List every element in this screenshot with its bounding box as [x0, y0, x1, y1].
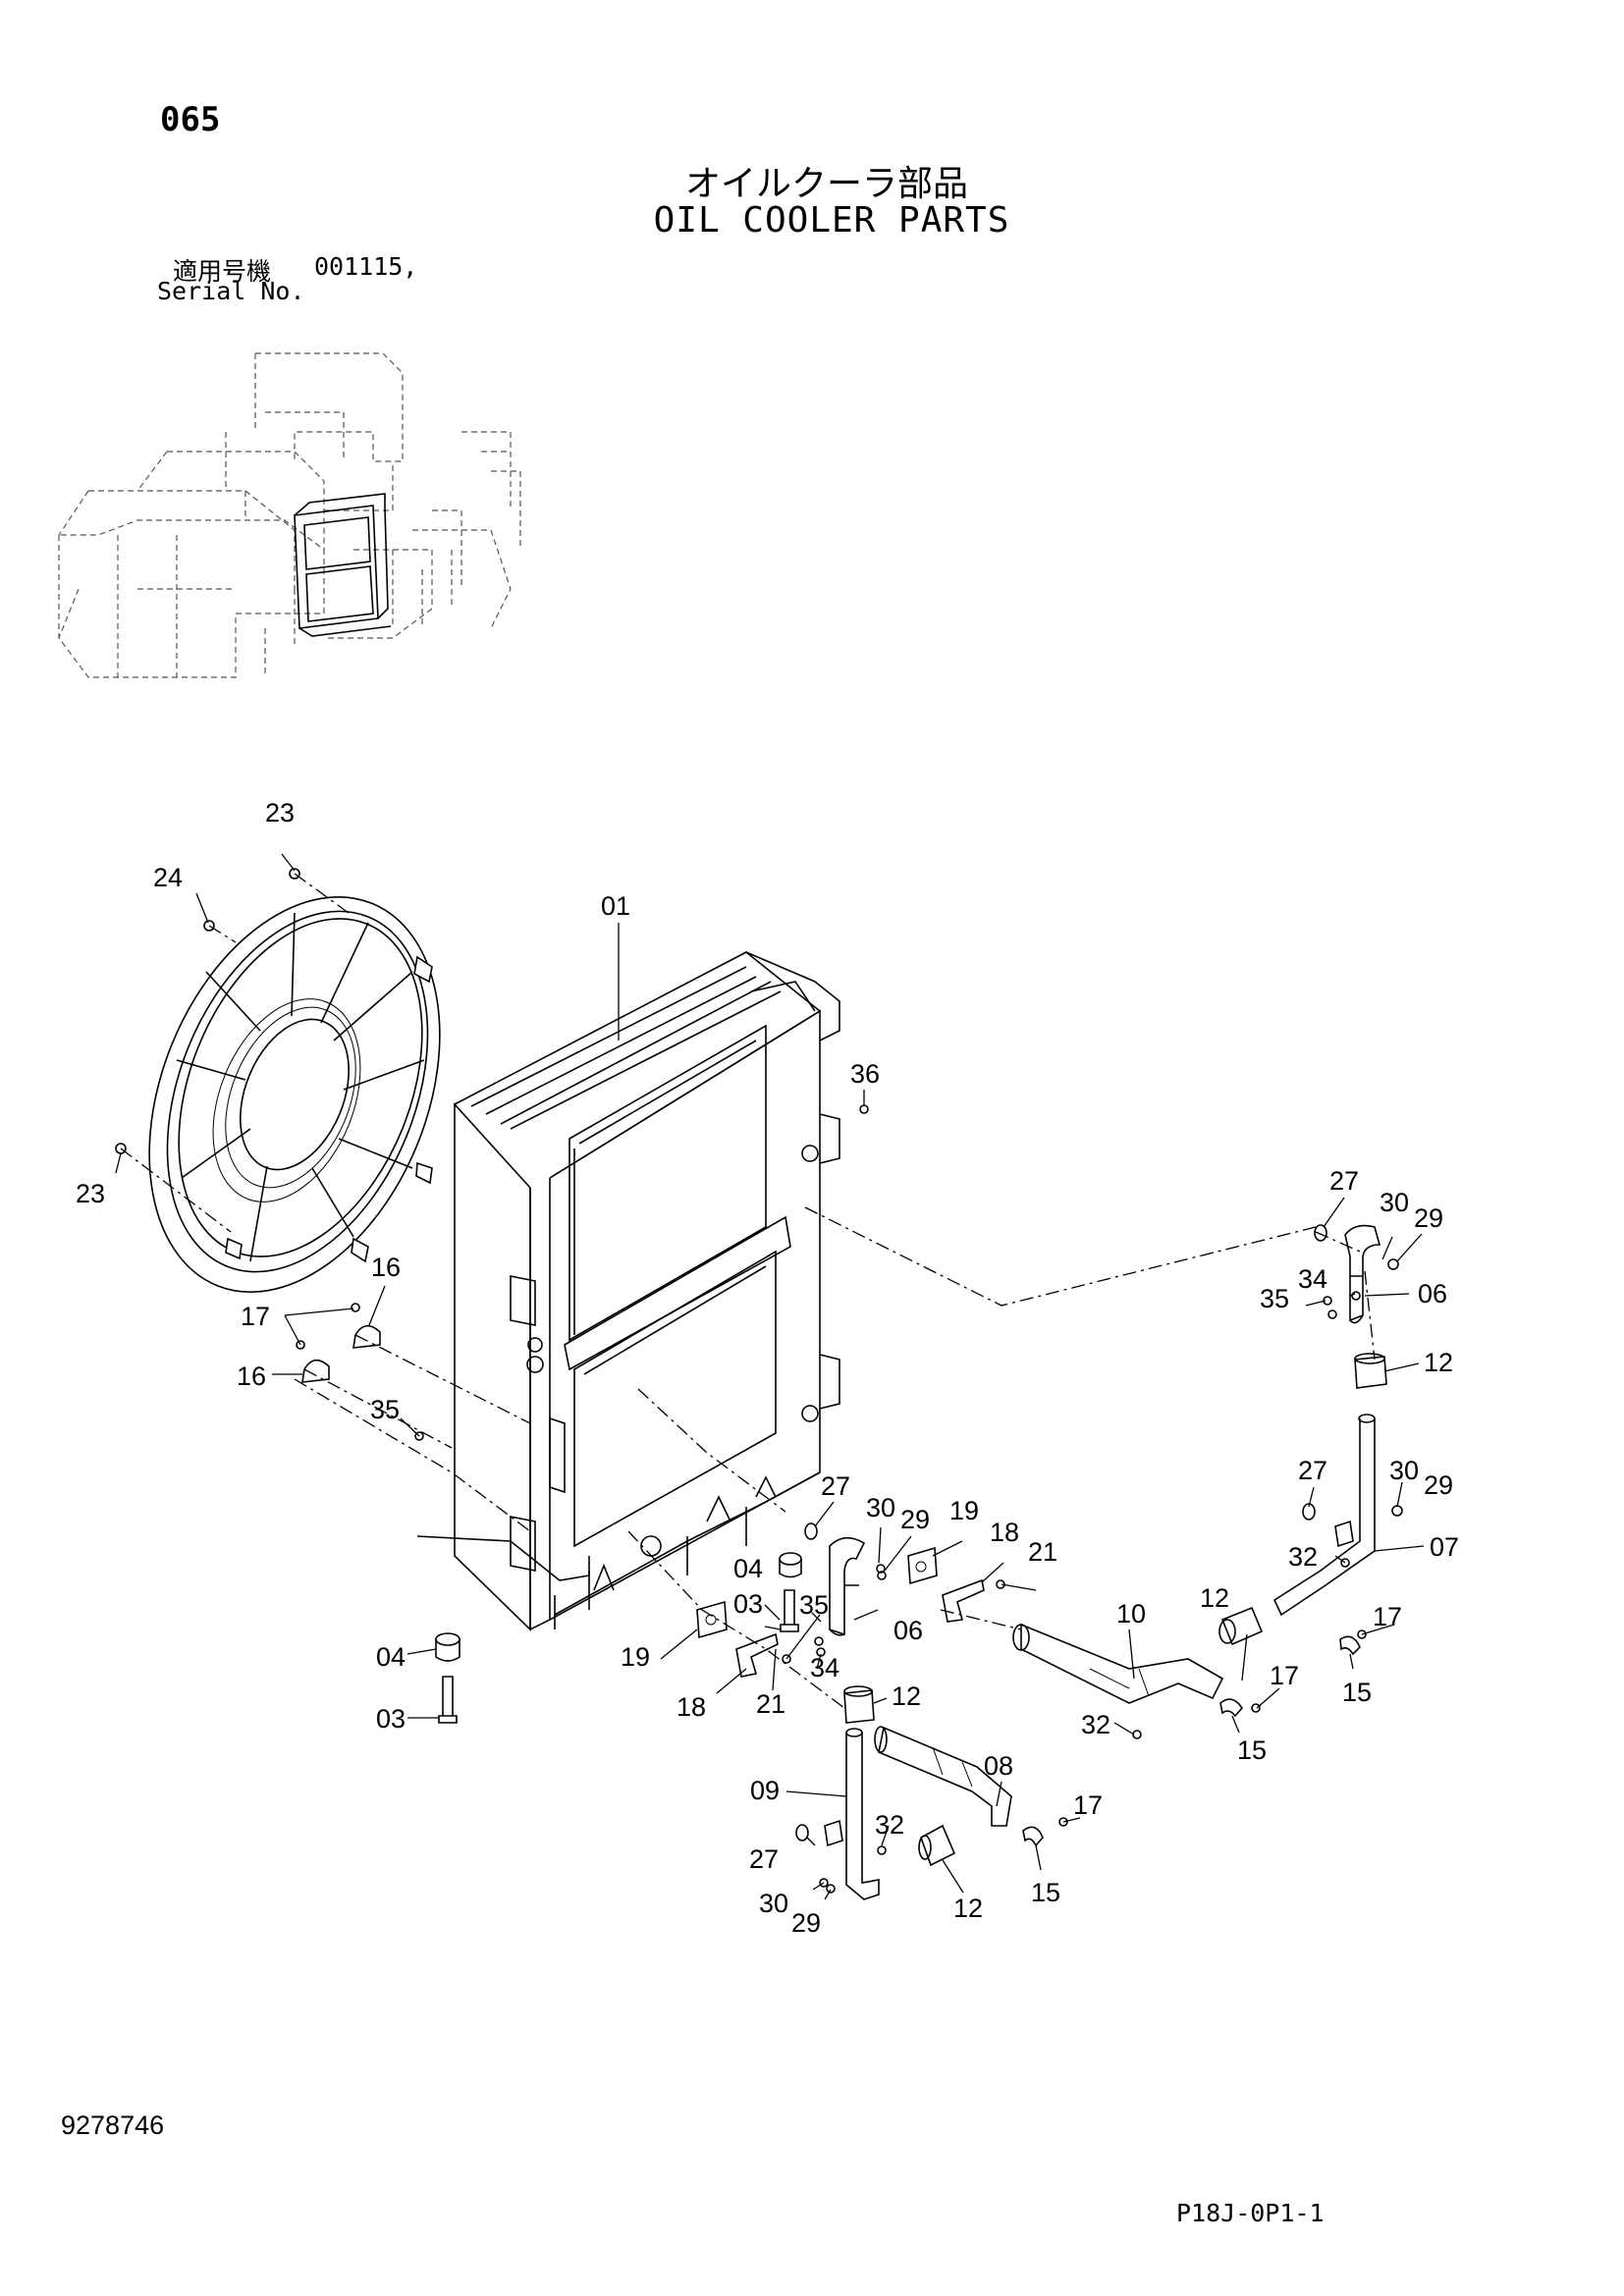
callout-06: 06	[1418, 1279, 1447, 1308]
callout-12: 12	[1200, 1583, 1229, 1613]
callout-09: 09	[750, 1776, 780, 1805]
callout-27: 27	[749, 1844, 779, 1874]
callout-15: 15	[1031, 1878, 1060, 1907]
callout-12: 12	[892, 1682, 921, 1711]
callout-16: 16	[237, 1362, 266, 1391]
fan-guard	[148, 896, 441, 1293]
callout-36: 36	[850, 1059, 880, 1089]
callout-19: 19	[949, 1496, 979, 1525]
callout-29: 29	[1414, 1203, 1443, 1233]
callout-29: 29	[791, 1908, 821, 1938]
callout-34: 34	[810, 1653, 839, 1682]
callout-35: 35	[1260, 1284, 1289, 1313]
callout-04: 04	[376, 1642, 406, 1672]
callout-12: 12	[953, 1894, 983, 1923]
document-number: 9278746	[61, 2110, 165, 2140]
callout-17: 17	[1270, 1661, 1299, 1690]
callout-32: 32	[875, 1810, 904, 1840]
page-title-japanese: オイルクーラ部品	[684, 164, 968, 204]
callout-01: 01	[601, 891, 630, 921]
sheet-code: P18J-0P1-1	[1176, 2199, 1325, 2227]
page-number: 065	[160, 100, 221, 139]
callout-10: 10	[1116, 1599, 1146, 1629]
callout-15: 15	[1342, 1678, 1372, 1707]
machine-location-keymap	[58, 352, 521, 678]
serial-label-english: Serial No.	[157, 277, 305, 305]
callout-17: 17	[1373, 1602, 1402, 1631]
callout-03: 03	[376, 1704, 406, 1734]
callout-24: 24	[153, 863, 183, 892]
callout-16: 16	[371, 1253, 401, 1282]
callout-04: 04	[733, 1554, 763, 1583]
serial-number-value: 001115,	[314, 252, 418, 281]
oil-cooler-core	[416, 951, 840, 1631]
callout-18: 18	[677, 1692, 706, 1722]
callout-03: 03	[733, 1589, 763, 1619]
callout-27: 27	[1329, 1166, 1359, 1196]
callout-17: 17	[241, 1302, 270, 1331]
callout-15: 15	[1237, 1735, 1267, 1765]
callout-21: 21	[756, 1689, 785, 1719]
callout-30: 30	[759, 1889, 788, 1918]
callout-27: 27	[821, 1471, 850, 1501]
callout-30: 30	[1389, 1456, 1419, 1485]
callout-06: 06	[893, 1616, 923, 1645]
callout-18: 18	[990, 1518, 1019, 1547]
callout-29: 29	[900, 1505, 930, 1534]
callout-35: 35	[370, 1395, 400, 1424]
callout-08: 08	[984, 1751, 1013, 1781]
callout-17: 17	[1073, 1790, 1103, 1820]
leader-lines	[115, 853, 1425, 1900]
callout-32: 32	[1288, 1542, 1318, 1572]
callout-12: 12	[1424, 1348, 1453, 1377]
serial-label-japanese: 適用号機	[173, 257, 272, 286]
callout-34: 34	[1298, 1264, 1327, 1294]
callout-27: 27	[1298, 1456, 1327, 1485]
assembly-centerlines	[120, 873, 1376, 1709]
callout-19: 19	[621, 1642, 650, 1672]
callout-32: 32	[1081, 1710, 1110, 1739]
callout-35: 35	[799, 1590, 829, 1620]
callout-29: 29	[1424, 1470, 1453, 1500]
callout-23: 23	[76, 1179, 105, 1208]
hose-and-pipe-assembly	[115, 868, 1403, 1900]
callout-21: 21	[1028, 1537, 1057, 1567]
page-title-english: OIL COOLER PARTS	[653, 200, 1010, 240]
callout-23: 23	[265, 798, 295, 828]
callout-30: 30	[1380, 1188, 1409, 1217]
callout-30: 30	[866, 1493, 895, 1522]
callout-07: 07	[1430, 1532, 1459, 1562]
callout-labels: 01 03 03 04 04 06 06 07 08 09 10 12 12 1…	[76, 798, 1459, 1938]
